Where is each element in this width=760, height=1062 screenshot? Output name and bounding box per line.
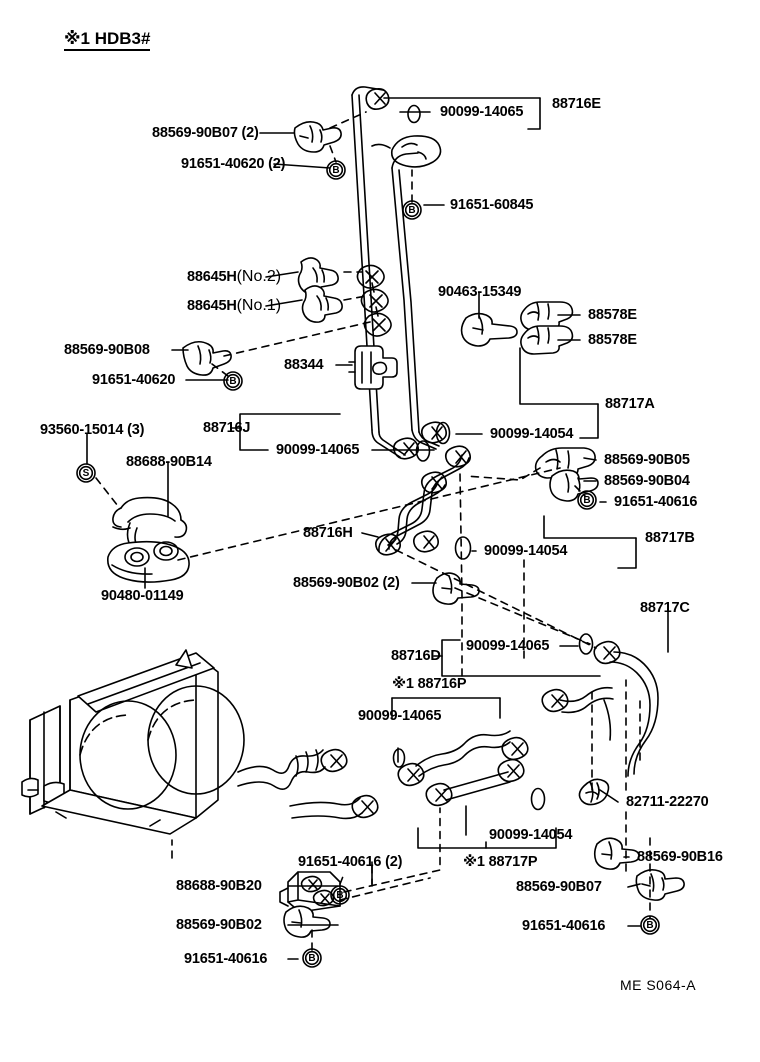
part-label-91651-40616-bottom: 91651-40616 xyxy=(184,950,268,967)
part-label-88569-90B05: 88569-90B05 xyxy=(604,451,690,468)
part-label-93560-15014: 93560-15014 (3) xyxy=(40,421,145,438)
part-label-90463-15349: 90463-15349 xyxy=(438,283,522,300)
part-label-88716H: 88716H xyxy=(303,524,353,541)
part-label-88578E-lower: 88578E xyxy=(588,331,637,348)
part-label-88569-90B02-lower: 88569-90B02 xyxy=(176,916,262,933)
part-label-82711-22270: 82711-22270 xyxy=(626,793,709,810)
part-label-88688-90B14: 88688-90B14 xyxy=(126,453,212,470)
diagram-code-footer: ME S064-A xyxy=(619,977,697,993)
part-label-90099-14054-upper: 90099-14054 xyxy=(490,425,574,442)
part-label-88569-90B02-mid: 88569-90B02 (2) xyxy=(293,574,400,591)
part-number: 88645H xyxy=(187,298,237,314)
part-label-91651-40616-lower-right: 91651-40616 xyxy=(522,917,606,934)
part-suffix: (No.1) xyxy=(236,297,282,314)
part-label-88717P: ※1 88717P xyxy=(463,853,538,870)
part-label-90099-14065-88716J: 90099-14065 xyxy=(276,441,360,458)
svg-text:B: B xyxy=(408,205,415,216)
part-label-91651-40616-lower-left: 91651-40616 (2) xyxy=(298,853,403,870)
part-label-88569-90B07-lower: 88569-90B07 xyxy=(516,878,602,895)
part-label-91651-60845: 91651-60845 xyxy=(450,196,534,213)
part-label-90099-14065-88716D: 90099-14065 xyxy=(466,637,550,654)
part-label-91651-40620-upper: 91651-40620 (2) xyxy=(181,155,286,172)
part-label-91651-40620-mid: 91651-40620 xyxy=(92,371,176,388)
part-label-88344: 88344 xyxy=(284,356,324,373)
svg-text:B: B xyxy=(646,920,653,931)
part-label-88716J: 88716J xyxy=(203,419,251,436)
svg-text:B: B xyxy=(308,953,315,964)
part-label-90480-01149: 90480-01149 xyxy=(101,587,184,604)
svg-text:B: B xyxy=(336,890,343,901)
part-label-88569-90B16: 88569-90B16 xyxy=(637,848,723,865)
part-label-88645H-no2: 88645H(No.2) xyxy=(187,268,281,286)
part-label-88716D: 88716D xyxy=(391,647,441,664)
part-label-90099-14065-top: 90099-14065 xyxy=(440,103,524,120)
part-label-88569-90B08: 88569-90B08 xyxy=(64,341,150,358)
part-label-88716P: ※1 88716P xyxy=(392,675,467,692)
part-label-88569-90B07-upper: 88569-90B07 (2) xyxy=(152,124,259,141)
part-suffix: (No.2) xyxy=(236,268,282,285)
part-number: 88645H xyxy=(187,269,237,285)
svg-text:B: B xyxy=(229,376,236,387)
part-label-90099-14065-88716P: 90099-14065 xyxy=(358,707,442,724)
part-label-88717A: 88717A xyxy=(605,395,655,412)
part-label-88716E: 88716E xyxy=(552,95,601,112)
svg-text:B: B xyxy=(332,165,339,176)
page-title: ※1 HDB3# xyxy=(64,30,151,51)
part-label-90099-14054-88717P: 90099-14054 xyxy=(489,826,573,843)
svg-text:S: S xyxy=(83,468,90,479)
svg-text:B: B xyxy=(583,495,590,506)
part-label-88688-90B20: 88688-90B20 xyxy=(176,877,262,894)
part-label-88717B: 88717B xyxy=(645,529,695,546)
part-label-88717C: 88717C xyxy=(640,599,690,616)
part-label-88569-90B04: 88569-90B04 xyxy=(604,472,690,489)
part-label-90099-14054-88717B: 90099-14054 xyxy=(484,542,568,559)
part-label-88645H-no1: 88645H(No.1) xyxy=(187,297,281,315)
part-label-91651-40616-mid: 91651-40616 xyxy=(614,493,698,510)
part-label-88578E-upper: 88578E xyxy=(588,306,637,323)
